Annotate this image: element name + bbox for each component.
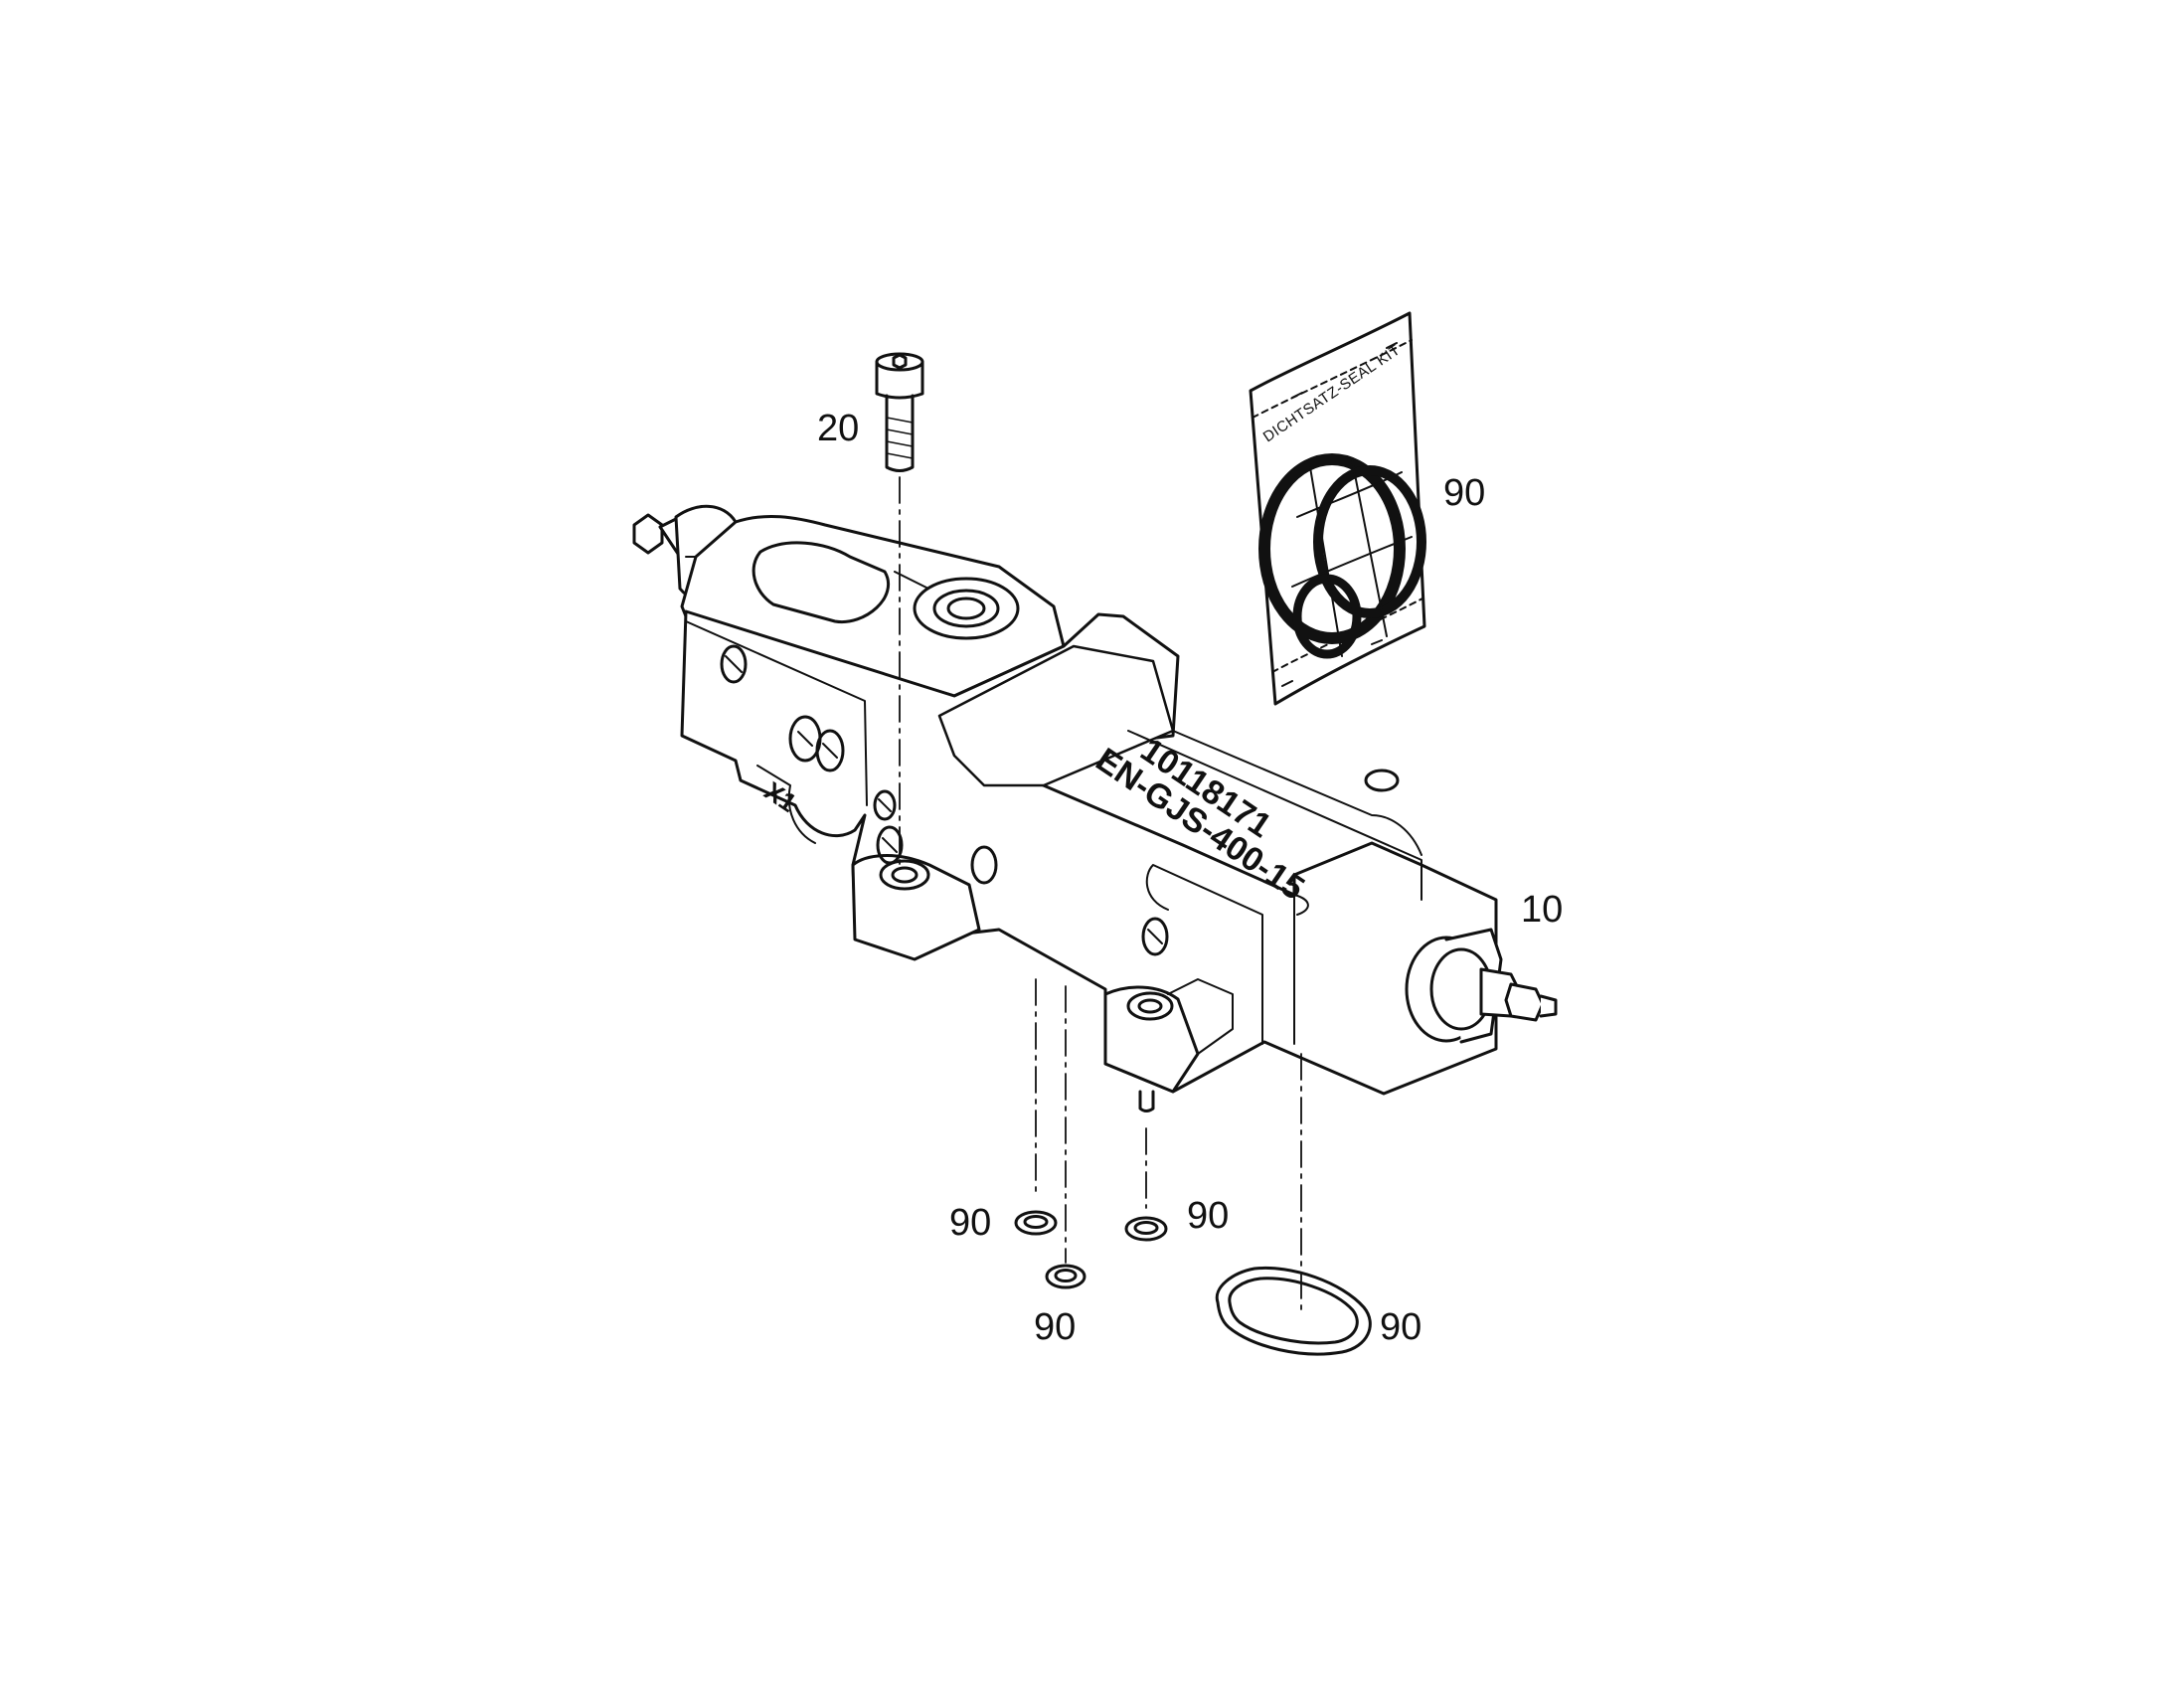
seal-ring-right xyxy=(1124,1216,1168,1242)
callout-seal-kit: 90 xyxy=(1443,472,1485,514)
oval-gasket xyxy=(1215,1266,1372,1356)
valve-block: 10118171 EN-GJS-400-15 X1 xyxy=(632,504,1558,1112)
seal-ring-lower xyxy=(1045,1264,1086,1289)
callout-seal-left: 90 xyxy=(949,1202,991,1244)
callout-seal-right: 90 xyxy=(1187,1195,1229,1237)
callout-valve-block: 10 xyxy=(1521,889,1563,931)
callout-screw: 20 xyxy=(817,408,859,449)
callout-seal-lower: 90 xyxy=(1034,1306,1076,1348)
cap-screw xyxy=(875,352,924,472)
right-actuator xyxy=(1405,928,1558,1044)
seal-kit-bag xyxy=(1249,311,1426,706)
center-lines xyxy=(899,476,1302,1313)
callout-labels: 20 90 10 90 90 90 90 xyxy=(817,408,1563,1348)
seal-ring-left xyxy=(1014,1210,1058,1236)
callout-gasket: 90 xyxy=(1380,1306,1421,1348)
